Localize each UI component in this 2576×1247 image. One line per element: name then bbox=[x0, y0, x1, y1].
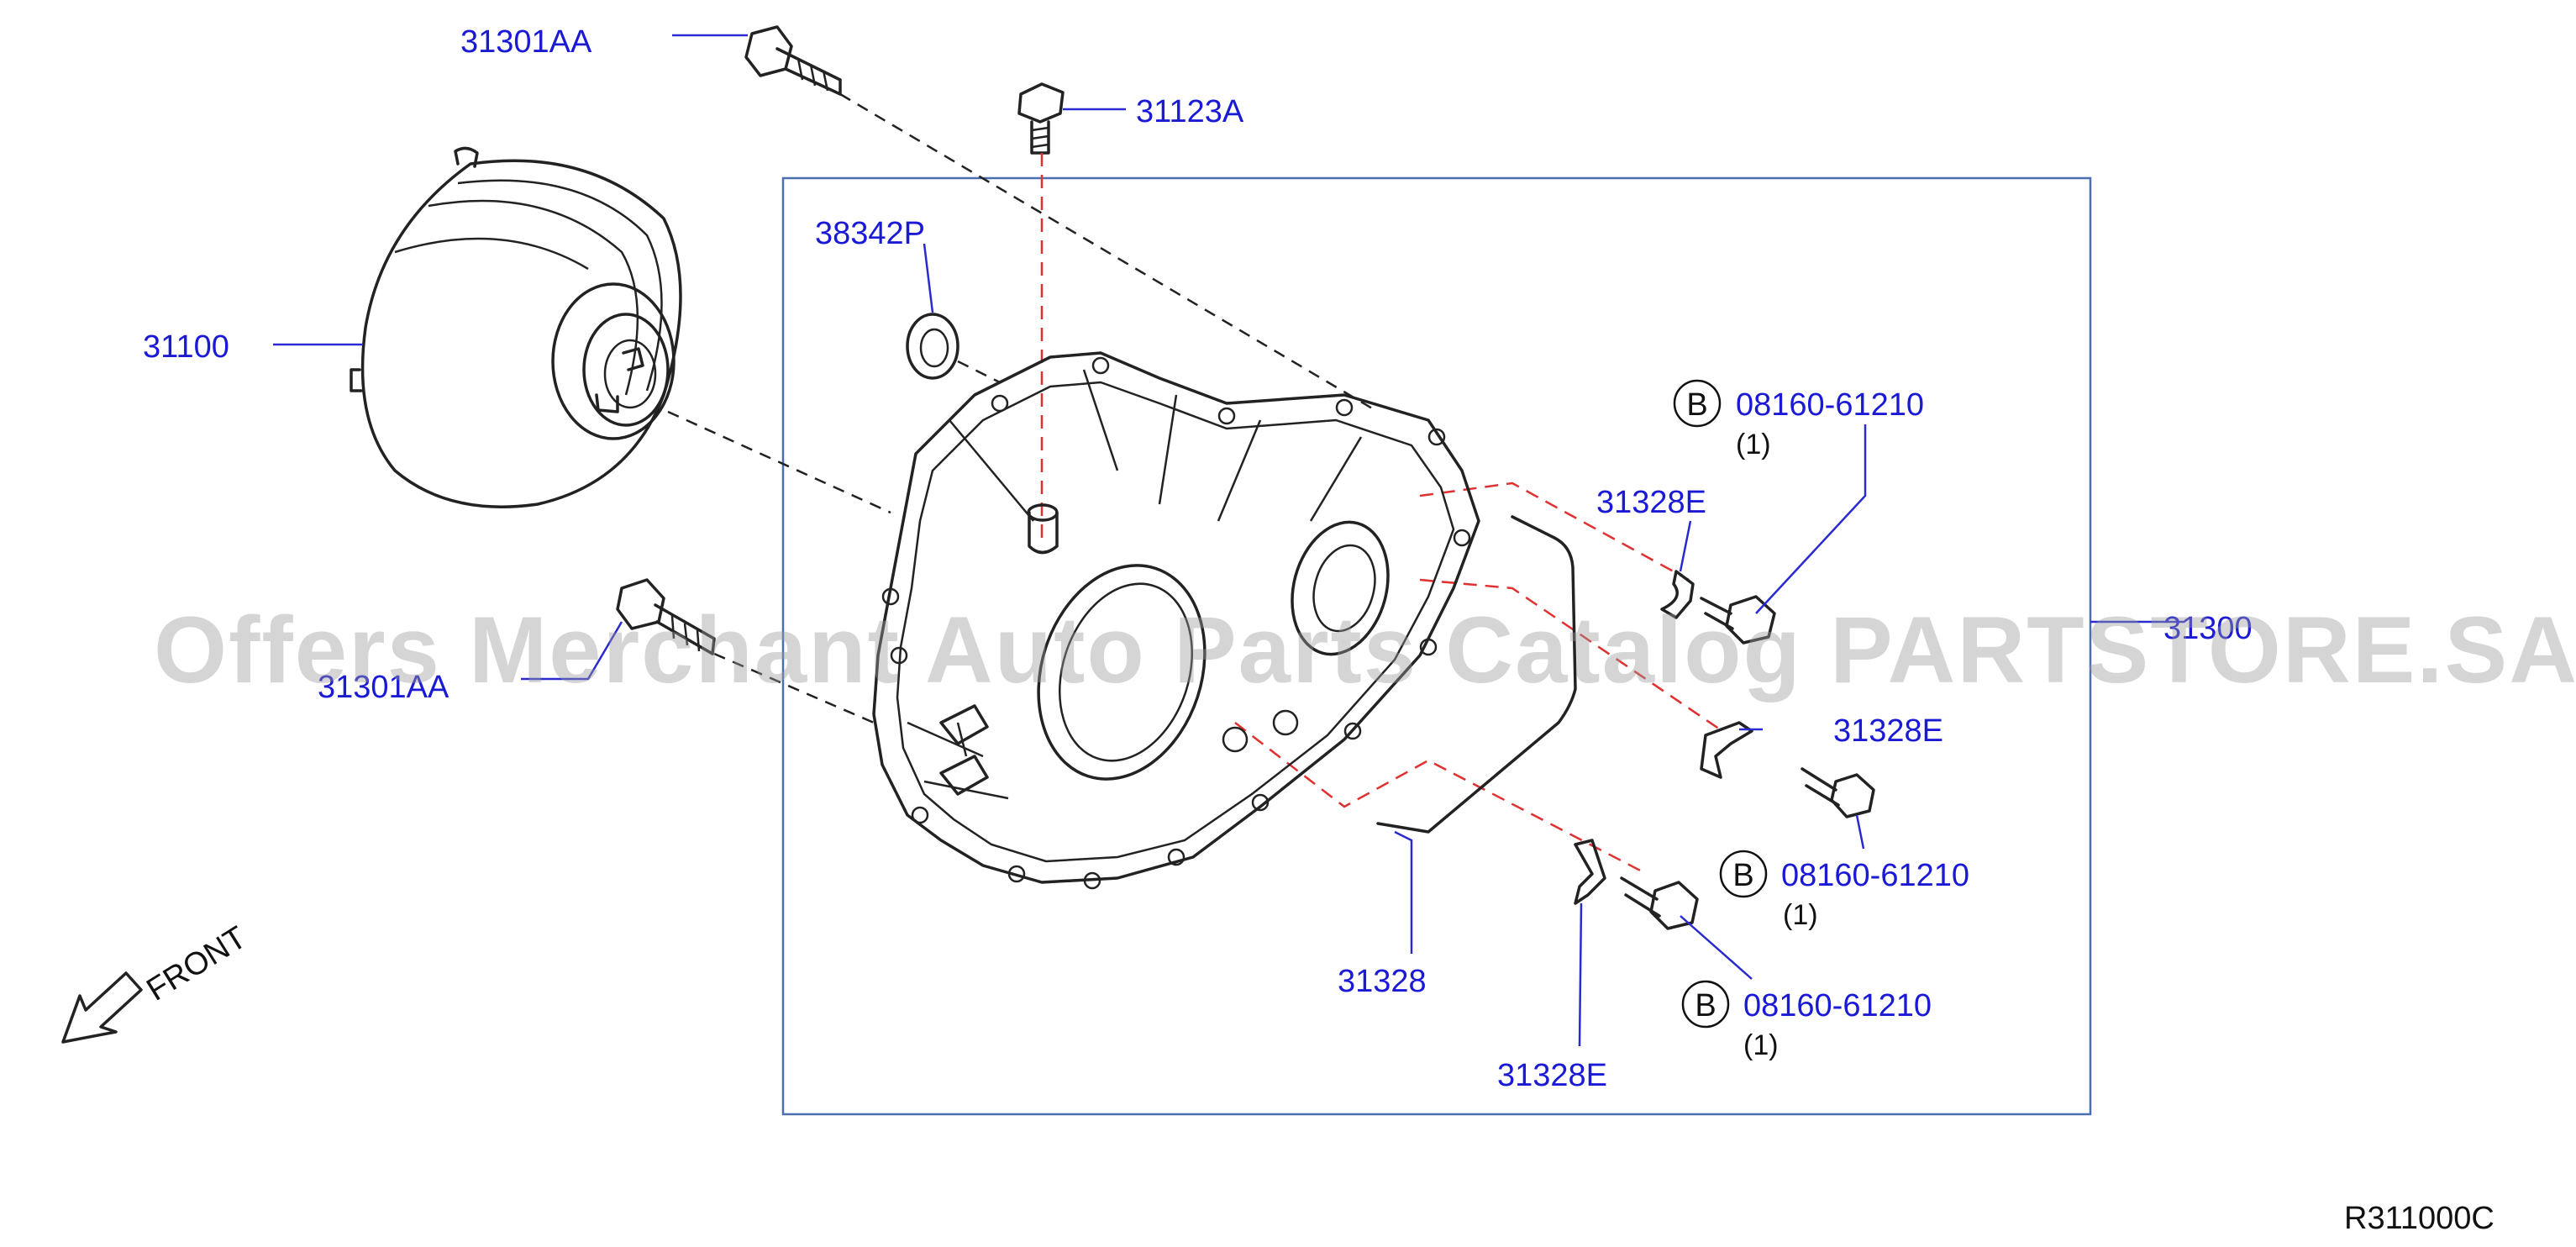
label-31301aa-top: 31301AA bbox=[460, 24, 592, 60]
b-marker-3: B bbox=[1695, 988, 1716, 1023]
label-31328e-lower: 31328E bbox=[1497, 1058, 1607, 1093]
label-31328e-middle: 31328E bbox=[1833, 713, 1943, 749]
transmission-housing-drawing[interactable] bbox=[872, 351, 1480, 890]
qty-3: (1) bbox=[1743, 1029, 1779, 1061]
label-31328: 31328 bbox=[1338, 964, 1427, 999]
bolt-31123a[interactable] bbox=[1017, 82, 1065, 155]
bolt-31301aa-left[interactable] bbox=[616, 578, 716, 655]
front-label: FRONT bbox=[141, 920, 253, 1008]
b-marker-1: B bbox=[1686, 387, 1707, 423]
label-38342p: 38342P bbox=[815, 216, 925, 251]
assembly-frame bbox=[781, 176, 2092, 1116]
bolt-31301aa-top[interactable] bbox=[744, 25, 842, 96]
clip-31328e-middle[interactable] bbox=[1700, 721, 1753, 779]
b-callout-1: B 08160-61210 (1) bbox=[1673, 379, 1924, 460]
assembly-guide-lines bbox=[667, 92, 1723, 876]
label-31300: 31300 bbox=[2163, 611, 2253, 646]
leader-lines bbox=[273, 34, 2184, 1047]
seal-38342p[interactable] bbox=[906, 313, 959, 380]
label-31301aa-left: 31301AA bbox=[318, 670, 449, 705]
oil-tube-31328[interactable] bbox=[1376, 515, 1577, 834]
label-31123a: 31123A bbox=[1136, 94, 1244, 129]
label-31100: 31100 bbox=[143, 329, 229, 365]
b-callout-2: B 08160-61210 (1) bbox=[1719, 850, 1969, 931]
clip-31328e-upper[interactable] bbox=[1660, 570, 1695, 619]
bolt-08160-61210-2[interactable] bbox=[1801, 767, 1875, 818]
label-08160-61210-3: 08160-61210 bbox=[1743, 988, 1932, 1023]
qty-2: (1) bbox=[1783, 899, 1818, 931]
label-08160-61210-2: 08160-61210 bbox=[1781, 858, 1969, 893]
front-arrow-icon bbox=[61, 971, 143, 1044]
bolt-08160-61210-3[interactable] bbox=[1620, 876, 1699, 930]
torque-converter-drawing[interactable] bbox=[350, 146, 682, 508]
clip-31328e-lower[interactable] bbox=[1574, 839, 1606, 905]
label-31328e-upper: 31328E bbox=[1596, 485, 1706, 520]
qty-1: (1) bbox=[1736, 429, 1771, 460]
drawing-code: R311000C bbox=[2344, 1201, 2495, 1236]
b-marker-2: B bbox=[1732, 858, 1753, 893]
label-08160-61210-1: 08160-61210 bbox=[1736, 387, 1924, 423]
b-callout-3: B 08160-61210 (1) bbox=[1681, 980, 1932, 1061]
bolt-08160-61210-1[interactable] bbox=[1700, 595, 1776, 645]
front-indicator: FRONT bbox=[61, 920, 253, 1044]
watermark-text: Offers Merchant Auto Parts Catalog PARTS… bbox=[154, 597, 2576, 702]
